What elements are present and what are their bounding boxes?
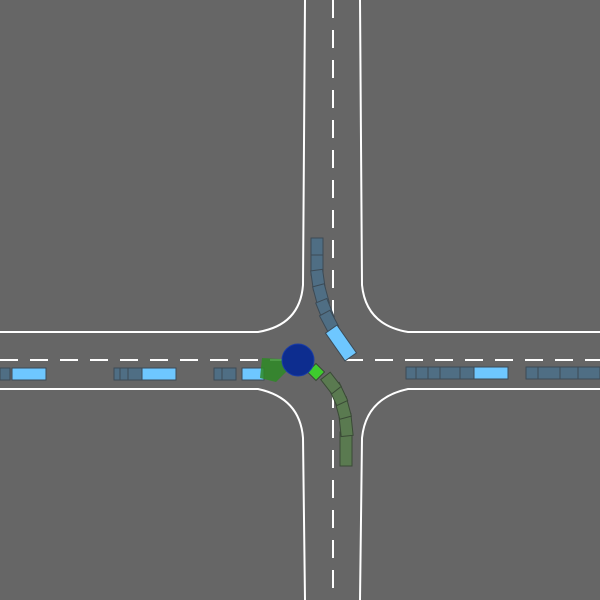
vehicles-west xyxy=(0,367,265,381)
vehicle-trail xyxy=(221,367,237,381)
vehicle-trail xyxy=(127,367,143,381)
vehicle-trail xyxy=(339,431,353,467)
vehicle-trail xyxy=(0,367,11,381)
vehicle-trail xyxy=(559,366,581,380)
vehicle-trail xyxy=(439,366,463,380)
road-edge-top-right xyxy=(359,0,600,333)
vehicle xyxy=(141,367,177,381)
road-edge-top-left xyxy=(0,0,306,333)
vehicle xyxy=(324,324,358,362)
vehicle-turning-south xyxy=(306,362,354,467)
vehicle-turning-north xyxy=(310,237,358,362)
vehicle xyxy=(11,367,47,381)
vehicle-trail xyxy=(537,366,563,380)
vehicle-trail xyxy=(320,371,342,395)
vehicle-trail xyxy=(459,366,475,380)
vehicles-east xyxy=(405,366,600,380)
agent xyxy=(260,343,315,382)
vehicle-trail xyxy=(577,366,600,380)
agent-blue-circle xyxy=(281,343,315,377)
vehicle xyxy=(473,366,509,380)
road-edge-bottom-right xyxy=(359,388,600,600)
road-edge-bottom-left xyxy=(0,388,306,600)
